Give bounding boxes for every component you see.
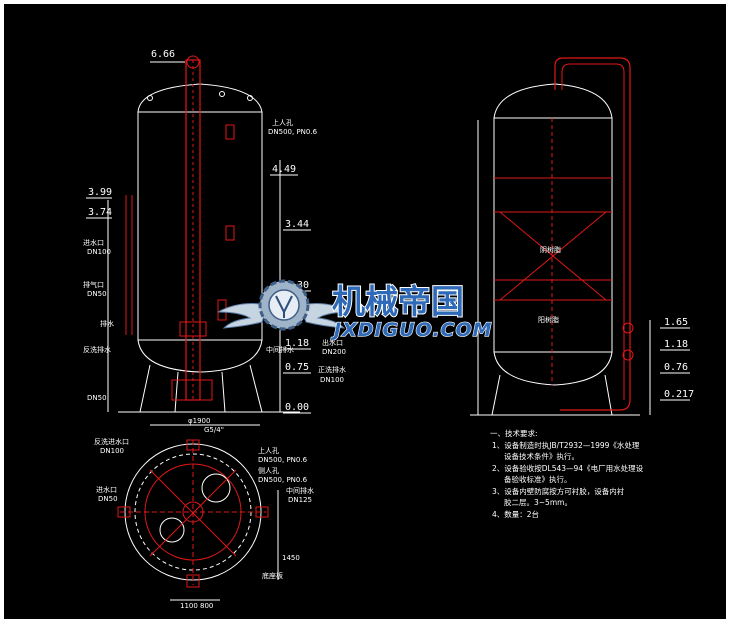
resin-layer-top: 阴树脂 (540, 245, 561, 254)
vent-label: 排气口 (83, 280, 104, 289)
inlet-dn: DN100 (87, 248, 111, 256)
vent-dn: DN50 (87, 290, 107, 298)
watermark-logo: 机械帝国 JXDIGUO.COM (217, 279, 493, 342)
manhole-top-spec: DN500, PN0.6 (268, 128, 318, 136)
outlet-label: 出水口 (322, 338, 343, 347)
notes-title: 一、技术要求: (490, 428, 538, 438)
drain-label: 排水 (100, 319, 114, 328)
elevation-right-6: 0.00 (285, 402, 309, 413)
plan-middle-drain-dn: DN125 (288, 496, 312, 504)
elevation-right-5: 0.75 (285, 362, 309, 373)
plan-view (117, 439, 279, 601)
middle-drain-label: 中间排水 (266, 345, 294, 354)
elevation-left-1: 3.99 (88, 187, 112, 198)
backwash-inlet-label: 反洗进水口 (94, 437, 129, 446)
plan-manhole-side-label: 侧人孔 (258, 466, 279, 475)
notes-line-7: 4、数量：2台 (492, 509, 539, 519)
logo-wing-right (299, 303, 351, 329)
watermark-cn: 机械帝国 (332, 282, 464, 321)
bottom-dn-label: DN50 (87, 394, 107, 402)
forward-drain-label: 正洗排水 (318, 365, 346, 374)
notes-line-4: 备验收标准》执行。 (504, 474, 572, 484)
backwash-drain-label: 反洗排水 (83, 345, 111, 354)
manhole-top-label: 上人孔 (272, 118, 293, 127)
notes-line-1: 1、设备制造时执JB/T2932—1999《水处理 (492, 440, 640, 450)
plan-support-label: 底座板 (262, 571, 283, 580)
notes-line-5: 3、设备内壁防腐按方可衬胶，设备内衬 (492, 486, 625, 496)
resin-layer-bottom: 阳树脂 (538, 315, 559, 324)
notes-line-6: 胶二层。3~5mm。 (504, 497, 572, 507)
plan-manhole-side-spec: DN500, PN0.6 (258, 476, 308, 484)
inlet-label: 进水口 (83, 238, 104, 247)
right-elevation-4: 0.217 (664, 389, 694, 400)
plan-dim-bottom-b: 800 (200, 602, 213, 610)
notes-line-3: 2、设备验收按DL543—94《电厂用水处理设 (492, 463, 644, 473)
forward-drain-dn: DN100 (320, 376, 344, 384)
notes-line-2: 设备技术条件》执行。 (504, 451, 579, 461)
elevation-right-2: 3.44 (285, 219, 309, 230)
elevation-right-1: 4.49 (272, 164, 296, 175)
watermark-en: JXDIGUO.COM (330, 319, 493, 341)
technical-notes: 一、技术要求: 1、设备制造时执JB/T2932—1999《水处理 设备技术条件… (490, 428, 644, 519)
elevation-right-4: 1.18 (285, 338, 309, 349)
plan-manhole-top-label: 上人孔 (258, 446, 279, 455)
top-dimension-label: 6.66 (151, 49, 175, 60)
plan-dim-bottom-a: 1100 (180, 602, 198, 610)
outlet-dn: DN200 (322, 348, 346, 356)
right-elevation-2: 1.18 (664, 339, 688, 350)
plan-manhole-top-spec: DN500, PN0.6 (258, 456, 308, 464)
plan-inlet-label: 进水口 (96, 485, 117, 494)
elevation-left-2: 3.74 (88, 207, 112, 218)
logo-wing-left (217, 303, 269, 329)
thread-label: G5/4" (204, 426, 224, 434)
right-elevation-view (470, 57, 651, 416)
plan-middle-drain-label: 中间排水 (286, 486, 314, 495)
right-elevation-1: 1.65 (664, 317, 688, 328)
backwash-inlet-dn: DN100 (100, 447, 124, 455)
diameter-label: φ1900 (188, 417, 210, 425)
right-elevation-3: 0.76 (664, 362, 688, 373)
plan-inlet-dn: DN50 (98, 495, 118, 503)
plan-dim-right: 1450 (282, 554, 300, 562)
